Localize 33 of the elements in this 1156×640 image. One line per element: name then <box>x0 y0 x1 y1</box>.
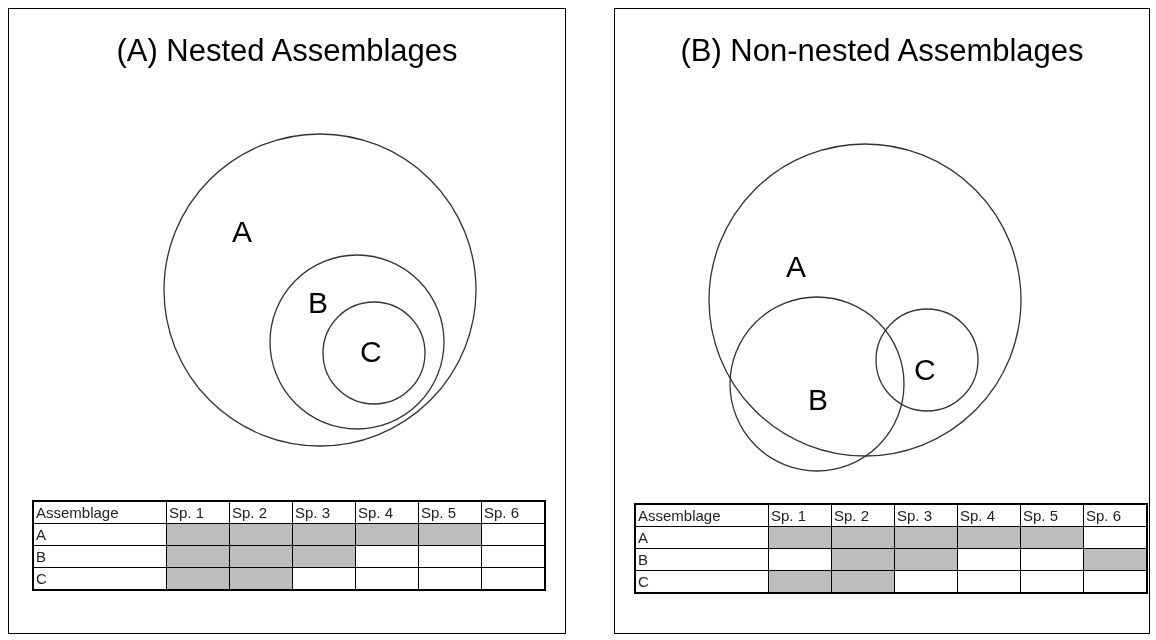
set-label: C <box>914 355 936 385</box>
row-header-cell: C <box>33 567 167 590</box>
header-cell: Sp. 4 <box>957 504 1021 527</box>
set-label: A <box>232 217 252 247</box>
set-circle <box>875 308 979 412</box>
row-header-cell: B <box>33 545 167 568</box>
set-circle <box>708 143 1022 457</box>
header-cell: Sp. 1 <box>166 501 230 524</box>
row-header-cell: A <box>33 523 167 546</box>
set-circle <box>729 296 905 472</box>
header-cell: Sp. 4 <box>355 501 419 524</box>
set-circle <box>269 254 445 430</box>
header-cell: Sp. 3 <box>292 501 356 524</box>
set-label: A <box>786 252 806 282</box>
header-cell: Sp. 2 <box>831 504 895 527</box>
panel-frame <box>8 8 566 634</box>
header-cell: Sp. 3 <box>894 504 958 527</box>
panel-frame <box>614 8 1150 634</box>
row-header-cell: A <box>635 526 769 549</box>
row-header-cell: C <box>635 570 769 593</box>
header-cell: Sp. 1 <box>768 504 832 527</box>
header-cell: Sp. 2 <box>229 501 293 524</box>
set-label: C <box>360 337 382 367</box>
panel-title: (B) Non-nested Assemblages <box>679 33 1085 69</box>
set-circle <box>163 133 477 447</box>
set-label: B <box>308 288 328 318</box>
header-cell: Assemblage <box>33 501 167 524</box>
header-cell: Sp. 5 <box>418 501 482 524</box>
header-cell: Sp. 5 <box>1020 504 1084 527</box>
row-header-cell: B <box>635 548 769 571</box>
set-label: B <box>808 385 828 415</box>
header-cell: Assemblage <box>635 504 769 527</box>
panel-title: (A) Nested Assemblages <box>115 33 459 69</box>
